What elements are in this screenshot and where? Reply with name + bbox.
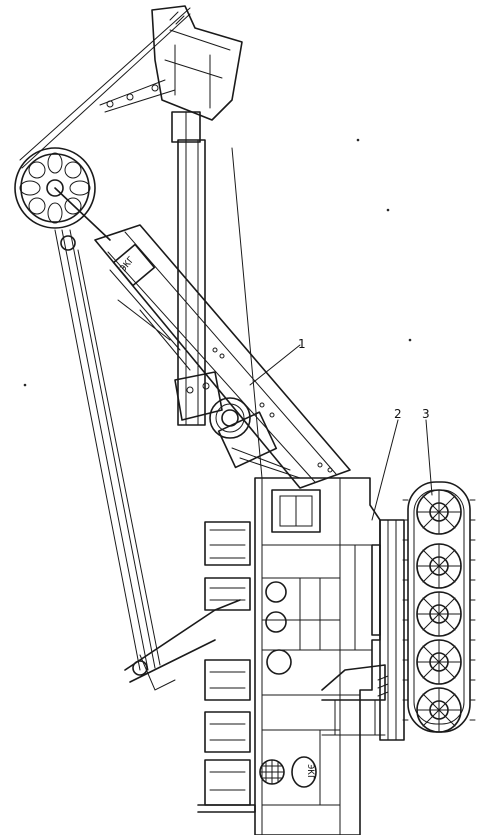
track-roller-2 [416, 543, 462, 589]
dipper-bucket [151, 5, 243, 143]
callout-2: 2 [394, 407, 402, 421]
track-roller-1 [416, 489, 462, 535]
track-roller-4 [416, 639, 462, 685]
boom: ЭКГ [94, 224, 351, 489]
callout-1: 1 [298, 337, 306, 351]
track-roller-5 [416, 687, 462, 733]
body-stencil: ЭКГ [305, 764, 315, 780]
track-roller-3 [416, 591, 462, 637]
crawler-track [402, 481, 476, 733]
hoist-ropes [19, 7, 241, 691]
scan-specks [23, 138, 412, 387]
boom-head-sheave [14, 147, 111, 251]
dipper-handle [174, 139, 263, 479]
callout-3: 3 [422, 407, 430, 421]
turntable [371, 519, 405, 741]
callout-leaders [249, 344, 433, 521]
left-railings [197, 521, 256, 813]
machine-house: ЭКГ [254, 477, 389, 835]
